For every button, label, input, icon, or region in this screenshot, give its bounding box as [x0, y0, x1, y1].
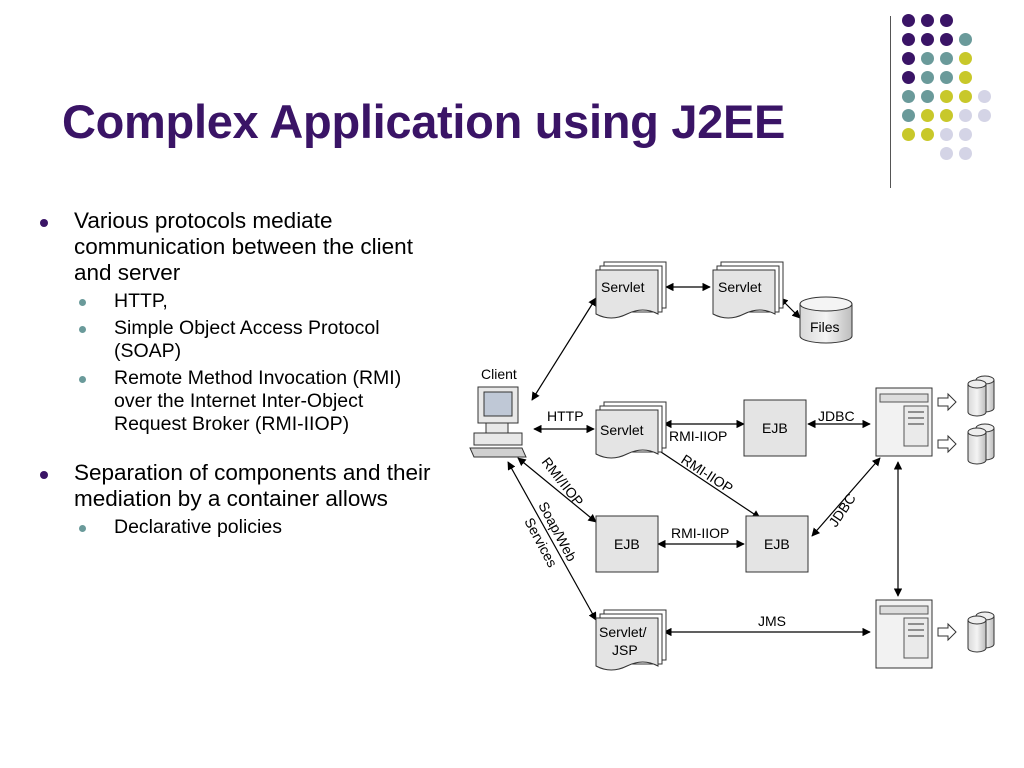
sub-bullet-soap: Simple Object Access Protocol (SOAP)	[38, 317, 438, 363]
files-cylinder-icon: Files	[799, 296, 853, 344]
client-label: Client	[481, 366, 517, 382]
servlet-jsp-label-1: Servlet/	[599, 624, 647, 640]
decor-dot	[902, 90, 915, 103]
decor-dot	[921, 14, 934, 27]
label-http: HTTP	[547, 408, 584, 424]
servlet-mid-icon: Servlet	[595, 401, 667, 459]
decor-dot	[978, 109, 991, 122]
decor-dot	[902, 128, 915, 141]
decor-dot	[959, 52, 972, 65]
decor-dot	[921, 128, 934, 141]
ejb-mid-box: EJB	[743, 399, 807, 457]
ejb-left-box: EJB	[595, 515, 659, 573]
label-jdbc-2: JDBC	[825, 490, 859, 529]
servlet-top-2-label: Servlet	[718, 279, 762, 295]
decor-dot	[959, 147, 972, 160]
ejb-left-label: EJB	[614, 536, 640, 552]
decor-dot	[940, 52, 953, 65]
slide-title: Complex Application using J2EE	[62, 95, 786, 148]
label-rmi-iiop-1: RMI-IIOP	[669, 428, 727, 444]
database-stack-3-icon	[937, 611, 995, 653]
decor-dot	[978, 90, 991, 103]
decor-dot	[921, 52, 934, 65]
sub-bullet-policies: Declarative policies	[38, 516, 438, 539]
database-stack-1-icon	[937, 375, 995, 417]
label-jms: JMS	[758, 613, 786, 629]
decor-dot	[921, 33, 934, 46]
label-rmi-iiop-diag: RMI-IIOP	[678, 451, 736, 496]
decor-dot	[940, 33, 953, 46]
edge-client-servlet-jsp	[507, 461, 597, 621]
decor-dot	[940, 71, 953, 84]
sub-bullet-http: HTTP,	[38, 290, 438, 313]
decor-dot	[902, 52, 915, 65]
sub-bullet-rmi: Remote Method Invocation (RMI) over the …	[38, 367, 438, 436]
servlet-jsp-label-2: JSP	[612, 642, 638, 658]
servlet-jsp-icon: Servlet/ JSP	[595, 609, 667, 671]
label-rmi-iiop-2: RMI-IIOP	[671, 525, 729, 541]
decor-dot	[902, 109, 915, 122]
decor-dot	[940, 14, 953, 27]
sub-bullet-list: HTTP, Simple Object Access Protocol (SOA…	[74, 290, 438, 436]
decor-dot	[959, 128, 972, 141]
decor-dot	[959, 33, 972, 46]
edge-ejb-server-jdbc	[811, 457, 881, 537]
ejb-right-label: EJB	[764, 536, 790, 552]
diagram-connectors	[507, 282, 903, 637]
decor-dot	[902, 14, 915, 27]
ejb-right-box: EJB	[745, 515, 809, 573]
label-jdbc-1: JDBC	[818, 408, 855, 424]
decor-dot	[921, 71, 934, 84]
server-bottom-icon	[875, 599, 933, 669]
decor-dot	[940, 128, 953, 141]
decor-dot	[940, 90, 953, 103]
decor-dot	[902, 33, 915, 46]
bullet-list: Various protocols mediate communication …	[38, 208, 438, 539]
bullet-separation: Separation of components and their media…	[38, 460, 438, 512]
files-label: Files	[810, 319, 840, 335]
client-computer-icon: Client	[469, 366, 527, 458]
servlet-top-1-icon: Servlet	[595, 261, 667, 319]
decor-dot	[902, 71, 915, 84]
decor-dot	[940, 147, 953, 160]
decor-dot	[959, 71, 972, 84]
decor-dot	[959, 90, 972, 103]
servlet-mid-label: Servlet	[600, 422, 644, 438]
bullet-protocols: Various protocols mediate communication …	[38, 208, 438, 286]
decor-dot	[921, 90, 934, 103]
server-top-icon	[875, 387, 933, 457]
edge-servlet-ejb-diag	[651, 445, 761, 519]
sub-bullet-list-2: Declarative policies	[74, 516, 438, 539]
database-stack-2-icon	[937, 423, 995, 465]
title-divider	[890, 16, 891, 188]
decor-dot	[921, 109, 934, 122]
decor-dot	[959, 109, 972, 122]
servlet-top-1-label: Servlet	[601, 279, 645, 295]
decor-dot	[940, 109, 953, 122]
edge-client-servlet-top	[531, 297, 597, 401]
ejb-mid-label: EJB	[762, 420, 788, 436]
servlet-top-2-icon: Servlet	[712, 261, 784, 319]
